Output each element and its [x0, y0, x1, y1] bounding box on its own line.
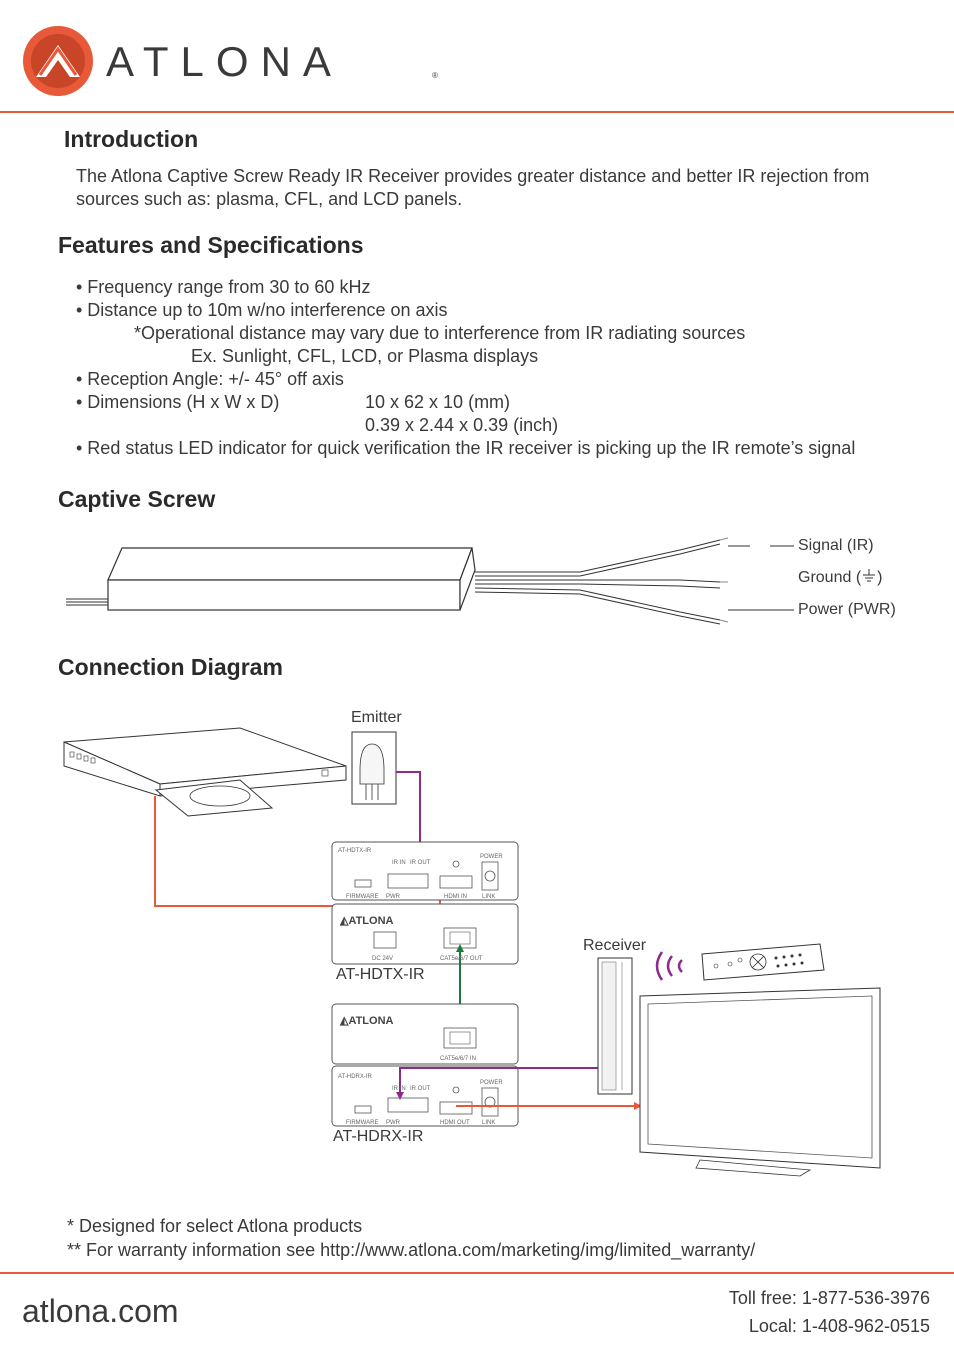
rx-firmware-label: FIRMWARE [346, 1120, 378, 1126]
ground-label-suffix: ) [877, 569, 883, 586]
spec-dimensions-label: • Dimensions (H x W x D) [76, 392, 280, 412]
tx-ir-in-label: IR IN [392, 860, 406, 866]
rx-pwr-label: PWR [386, 1120, 401, 1126]
introduction-heading: Introduction [64, 126, 199, 152]
panel-text-layer: AT-HDTX-IR IR IN IR OUT POWER FIRMWARE P… [338, 848, 503, 1126]
wire-leader-lines [728, 545, 794, 611]
header-rule [0, 111, 954, 113]
tx-dc-label: DC 24V [372, 956, 393, 962]
footnote-warranty: ** For warranty information see http://w… [67, 1240, 756, 1260]
brand-name: ATLONA [106, 44, 343, 80]
tx-device-label: AT-HDTX-IR [336, 966, 425, 983]
atlona-logo-icon [23, 26, 93, 96]
rx-rear-panel: ◭ATLONA [331, 1003, 519, 1065]
ir-emitter-icon [351, 731, 397, 805]
ground-label: Ground () [798, 569, 882, 587]
rx-power-label: POWER [480, 1080, 503, 1086]
tx-front-panel [331, 841, 519, 901]
connection-diagram-heading: Connection Diagram [58, 654, 283, 680]
introduction-line-1: The Atlona Captive Screw Ready IR Receiv… [76, 166, 870, 186]
footer-rule [0, 1272, 954, 1274]
tx-link-label: LINK [482, 894, 495, 900]
spec-note-2: Ex. Sunlight, CFL, LCD, or Plasma displa… [191, 346, 539, 366]
spec-distance: • Distance up to 10m w/no interference o… [76, 300, 448, 320]
spec-dimensions-mm: 10 x 62 x 10 (mm) [365, 392, 511, 412]
ground-icon [863, 569, 876, 582]
spec-frequency: • Frequency range from 30 to 60 kHz [76, 277, 371, 297]
tx-hdmi-in-label: HDMI IN [444, 894, 467, 900]
rx-device-label: AT-HDRX-IR [333, 1128, 424, 1145]
ir-signal-waves-icon [655, 951, 683, 981]
rx-front-panel [331, 1065, 519, 1127]
tx-firmware-label: FIRMWARE [346, 894, 378, 900]
tx-pwr-label: PWR [386, 894, 401, 900]
introduction-line-2: sources such as: plasma, CFL, and LCD pa… [76, 189, 463, 209]
rx-hdmi-out-label: HDMI OUT [440, 1120, 470, 1126]
connection-diagram: ◭ATLONA ◭ATLONA [63, 727, 881, 1177]
power-pwr-label: Power (PWR) [798, 601, 896, 618]
rx-link-label: LINK [482, 1120, 495, 1126]
registered-mark: ® [432, 71, 438, 80]
emitter-label: Emitter [351, 709, 402, 726]
atlona-wordmark: ATLONA ® [106, 44, 438, 80]
tx-cat-label: CAT5e/6/7 OUT [440, 956, 483, 962]
tx-model-label: AT-HDTX-IR [338, 848, 372, 854]
spec-led: • Red status LED indicator for quick ver… [76, 438, 856, 458]
tx-rear-panel: ◭ATLONA [331, 903, 519, 965]
tx-power-label: POWER [480, 854, 503, 860]
rx-ir-in-label: IR IN [392, 1086, 406, 1092]
toll-free-phone: Toll free: 1-877-536-3976 [728, 1288, 930, 1308]
captive-screw-heading: Captive Screw [58, 486, 216, 512]
spec-dimensions-inch: 0.39 x 2.44 x 0.39 (inch) [365, 415, 559, 435]
svg-text:◭ATLONA: ◭ATLONA [339, 1015, 394, 1027]
rx-cat-label: CAT5e/6/7 IN [440, 1056, 476, 1062]
spec-angle: • Reception Angle: +/- 45° off axis [76, 369, 344, 389]
footnote-designed: * Designed for select Atlona products [67, 1216, 363, 1236]
source-player-icon [63, 727, 347, 817]
svg-text:◭ATLONA: ◭ATLONA [339, 915, 394, 927]
rx-model-label: AT-HDRX-IR [338, 1074, 373, 1080]
spec-note-1: *Operational distance may vary due to in… [134, 323, 746, 343]
ir-receiver-icon [597, 957, 633, 1095]
ground-label-prefix: Ground ( [798, 569, 862, 586]
rx-ir-out-label: IR OUT [410, 1086, 431, 1092]
tv-display-icon [639, 987, 881, 1177]
website-link[interactable]: atlona.com [22, 1293, 179, 1329]
features-heading: Features and Specifications [58, 232, 364, 258]
signal-ir-label: Signal (IR) [798, 537, 874, 554]
remote-control-icon [701, 943, 825, 981]
local-phone: Local: 1-408-962-0515 [748, 1316, 930, 1336]
tx-ir-out-label: IR OUT [410, 860, 431, 866]
receiver-label: Receiver [583, 937, 647, 954]
ir-receiver-drawing [66, 537, 729, 625]
